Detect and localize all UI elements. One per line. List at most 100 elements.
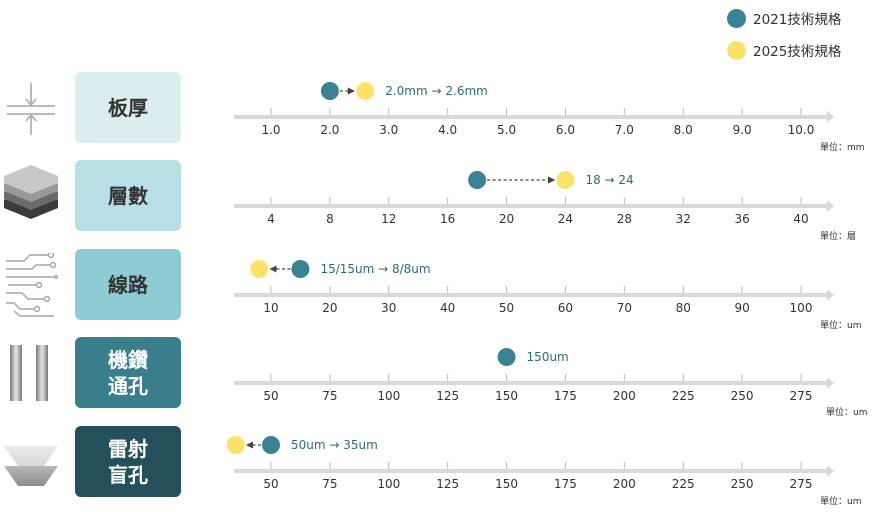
legend-dot-2021 (727, 8, 746, 28)
tick-label: 9.0 (733, 123, 752, 137)
axis-arrow (827, 465, 834, 477)
board-thickness-icon (7, 83, 55, 135)
tick-label: 6.0 (556, 123, 575, 137)
tick-label: 275 (790, 477, 813, 491)
axis-line (234, 204, 828, 208)
data-point-2025 (226, 436, 245, 454)
tick-label: 30 (381, 301, 396, 315)
legend-label-2021: 2021技術規格 (753, 12, 842, 28)
tick-label: 150 (495, 477, 518, 491)
circuit-trace-icon (6, 253, 58, 317)
data-point-2025 (556, 171, 575, 189)
tick-label: 8.0 (674, 123, 693, 137)
tick-label: 10.0 (788, 123, 815, 137)
tick-label: 100 (790, 301, 813, 315)
change-annotation: 50um → 35um (291, 438, 378, 452)
tick-label: 50 (499, 301, 514, 315)
axis-arrow (827, 377, 834, 389)
row-label-line: 通孔 (108, 373, 148, 398)
tick-label: 20 (322, 301, 337, 315)
change-annotation: 15/15um → 8/8um (320, 262, 430, 276)
axis-line (234, 115, 828, 119)
tick-label: 80 (676, 301, 691, 315)
tick-label: 75 (322, 389, 337, 403)
tick-label: 36 (734, 212, 749, 226)
row-label-line: 層數 (108, 183, 148, 208)
tick-label: 20 (499, 212, 514, 226)
change-annotation: 18 → 24 (585, 173, 633, 187)
legend-label-2025: 2025技術規格 (753, 44, 842, 60)
axis-line (234, 381, 828, 385)
unit-label: 單位：um (826, 408, 868, 418)
axis-line (234, 293, 828, 297)
row-label-board-thickness: 板厚 (75, 72, 181, 143)
tick-label: 75 (322, 477, 337, 491)
axis-arrow (827, 111, 834, 123)
drill-hole-icon (10, 345, 48, 401)
tick-label: 50 (263, 389, 278, 403)
data-point-2025 (356, 82, 375, 100)
tick-label: 40 (793, 212, 808, 226)
tick-label: 275 (790, 389, 813, 403)
tick-label: 125 (436, 389, 459, 403)
tick-label: 4.0 (438, 123, 457, 137)
tick-label: 4 (267, 212, 275, 226)
row-label-line: 機鑽 (108, 347, 148, 372)
tick-label: 225 (672, 477, 695, 491)
tick-label: 200 (613, 477, 636, 491)
tick-label: 50 (263, 477, 278, 491)
tick-label: 3.0 (379, 123, 398, 137)
change-annotation: 150um (527, 350, 569, 364)
row-label-layer-count: 層數 (75, 160, 181, 231)
row-label-drilled-through-hole: 機鑽 通孔 (75, 337, 181, 408)
tick-label: 225 (672, 389, 695, 403)
row-label-line: 板厚 (108, 95, 148, 120)
axis-arrow (827, 289, 834, 301)
row-label-laser-blind-via: 雷射 盲孔 (75, 426, 181, 497)
tick-label: 8 (326, 212, 334, 226)
data-point-2021 (468, 171, 487, 189)
axis-arrow (827, 200, 834, 212)
tick-label: 24 (558, 212, 573, 226)
tick-label: 10 (263, 301, 278, 315)
tick-label: 5.0 (497, 123, 516, 137)
tick-label: 32 (676, 212, 691, 226)
axis-line (234, 469, 828, 473)
tick-label: 150 (495, 389, 518, 403)
unit-label: 單位：um (820, 497, 862, 507)
data-point-2021 (291, 260, 310, 278)
legend-item-2025: 2025技術規格 (727, 39, 841, 61)
tick-label: 175 (554, 477, 577, 491)
row-label-line: 雷射 (108, 436, 148, 461)
data-point-2021 (262, 436, 280, 454)
tick-label: 7.0 (615, 123, 634, 137)
tick-label: 90 (734, 301, 749, 315)
legend-item-2021: 2021技術規格 (727, 7, 841, 29)
data-point-2021 (497, 348, 516, 366)
layer-stack-icon (4, 165, 58, 219)
tick-label: 125 (436, 477, 459, 491)
data-point-2021 (320, 82, 339, 100)
tick-label: 100 (377, 477, 400, 491)
tick-label: 175 (554, 389, 577, 403)
tick-label: 200 (613, 389, 636, 403)
tick-label: 60 (558, 301, 573, 315)
legend-dot-2025 (727, 40, 746, 60)
tick-label: 1.0 (261, 123, 280, 137)
unit-label: 單位：層 (820, 232, 857, 242)
tick-label: 28 (617, 212, 632, 226)
tick-label: 16 (440, 212, 455, 226)
tick-label: 70 (617, 301, 632, 315)
tick-label: 2.0 (320, 123, 339, 137)
unit-label: 單位：um (820, 321, 862, 331)
tick-label: 12 (381, 212, 396, 226)
laser-via-icon (4, 446, 58, 486)
row-label-line: 線路 (108, 272, 148, 297)
tick-label: 100 (377, 389, 400, 403)
tick-label: 250 (731, 477, 754, 491)
row-label-circuit-lines: 線路 (75, 249, 181, 320)
tick-label: 40 (440, 301, 455, 315)
row-label-line: 盲孔 (108, 462, 148, 487)
tick-label: 250 (731, 389, 754, 403)
